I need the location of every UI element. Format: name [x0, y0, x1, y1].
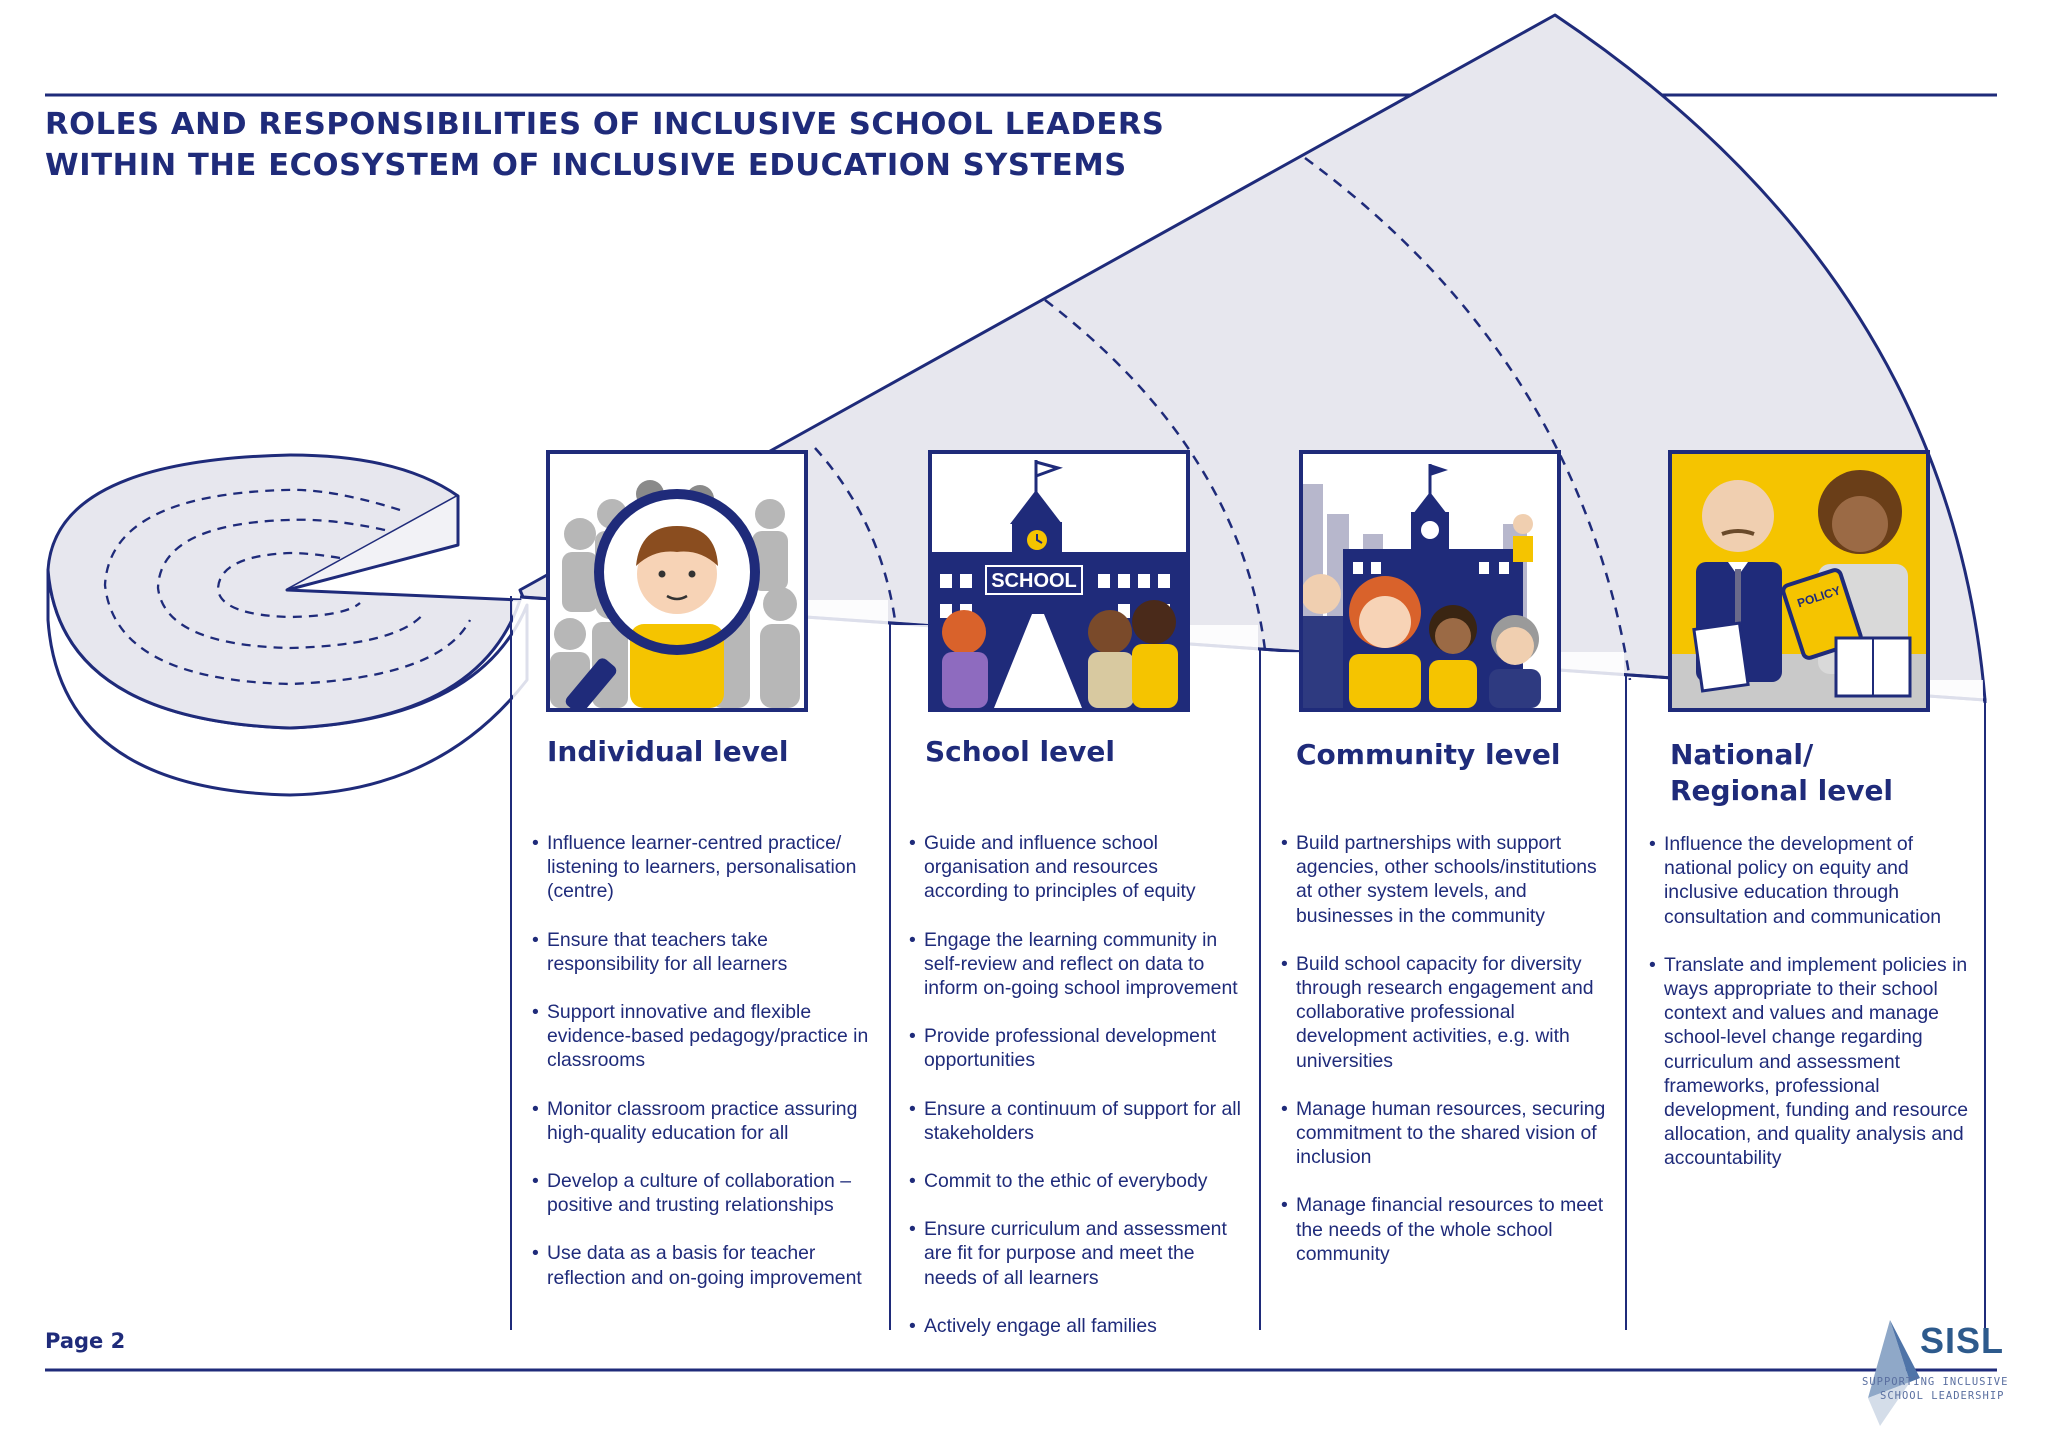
dashed-arc-1: [814, 447, 897, 621]
list-item: Ensure that teachers take responsibility…: [532, 928, 872, 976]
ecosystem-wedge: [518, 13, 1987, 702]
list-item: Translate and implement policies in ways…: [1649, 953, 1975, 1171]
school-building-icon: SCHOOL: [932, 454, 1186, 708]
school-sign: SCHOOL: [991, 570, 1077, 592]
list-item: Build school capacity for diversity thro…: [1281, 952, 1617, 1073]
list-item: Ensure a continuum of support for all st…: [909, 1097, 1244, 1145]
national-bullets: Influence the development of national po…: [1649, 832, 1975, 1195]
national-title-line-2: Regional level: [1670, 774, 1894, 807]
list-item: Manage human resources, securing commitm…: [1281, 1097, 1617, 1170]
dashed-arc-2: [1044, 299, 1267, 651]
community-illustration: [1299, 450, 1561, 712]
cake-disk: [46, 453, 529, 797]
national-level-title: National/ Regional level: [1670, 737, 1893, 809]
individual-bullets: Influence learner-centred practice/ list…: [532, 831, 872, 1314]
list-item: Commit to the ethic of everybody: [909, 1169, 1244, 1193]
list-item: Influence learner-centred practice/ list…: [532, 831, 872, 904]
logo-tagline-1: SUPPORTING INCLUSIVE: [1862, 1376, 2009, 1388]
school-level-title: School level: [925, 735, 1115, 768]
page-title: ROLES AND RESPONSIBILITIES OF INCLUSIVE …: [45, 104, 1164, 186]
individual-illustration: [546, 450, 808, 712]
list-item: Use data as a basis for teacher reflecti…: [532, 1241, 872, 1289]
community-level-title: Community level: [1296, 738, 1561, 771]
sisl-logo-icon: [1868, 1320, 1920, 1426]
national-illustration: POLICY: [1668, 450, 1930, 712]
list-item: Influence the development of national po…: [1649, 832, 1975, 929]
national-title-line-1: National/: [1670, 738, 1814, 771]
list-item: Provide professional development opportu…: [909, 1024, 1244, 1072]
dashed-arc-3: [1304, 156, 1632, 681]
community-bullets: Build partnerships with support agencies…: [1281, 831, 1617, 1290]
logo-tagline-2: SCHOOL LEADERSHIP: [1880, 1390, 2005, 1402]
list-item: Ensure curriculum and assessment are fit…: [909, 1217, 1244, 1290]
policy-makers-icon: POLICY: [1672, 454, 1926, 708]
list-item: Guide and influence school organisation …: [909, 831, 1244, 904]
list-item: Manage financial resources to meet the n…: [1281, 1193, 1617, 1266]
page-number: Page 2: [45, 1329, 126, 1353]
title-line-2: WITHIN THE ECOSYSTEM OF INCLUSIVE EDUCAT…: [45, 148, 1127, 183]
school-bullets: Guide and influence school organisation …: [909, 831, 1244, 1362]
school-illustration: SCHOOL: [928, 450, 1190, 712]
list-item: Support innovative and flexible evidence…: [532, 1000, 872, 1073]
list-item: Develop a culture of collaboration – pos…: [532, 1169, 872, 1217]
list-item: Actively engage all families: [909, 1314, 1244, 1338]
magnifier-child-icon: [550, 454, 804, 708]
individual-level-title: Individual level: [547, 735, 789, 768]
community-people-icon: [1303, 454, 1557, 708]
list-item: Build partnerships with support agencies…: [1281, 831, 1617, 928]
list-item: Engage the learning community in self-re…: [909, 928, 1244, 1001]
list-item: Monitor classroom practice assuring high…: [532, 1097, 872, 1145]
title-line-1: ROLES AND RESPONSIBILITIES OF INCLUSIVE …: [45, 107, 1165, 142]
logo-name: SISL: [1920, 1320, 2005, 1361]
